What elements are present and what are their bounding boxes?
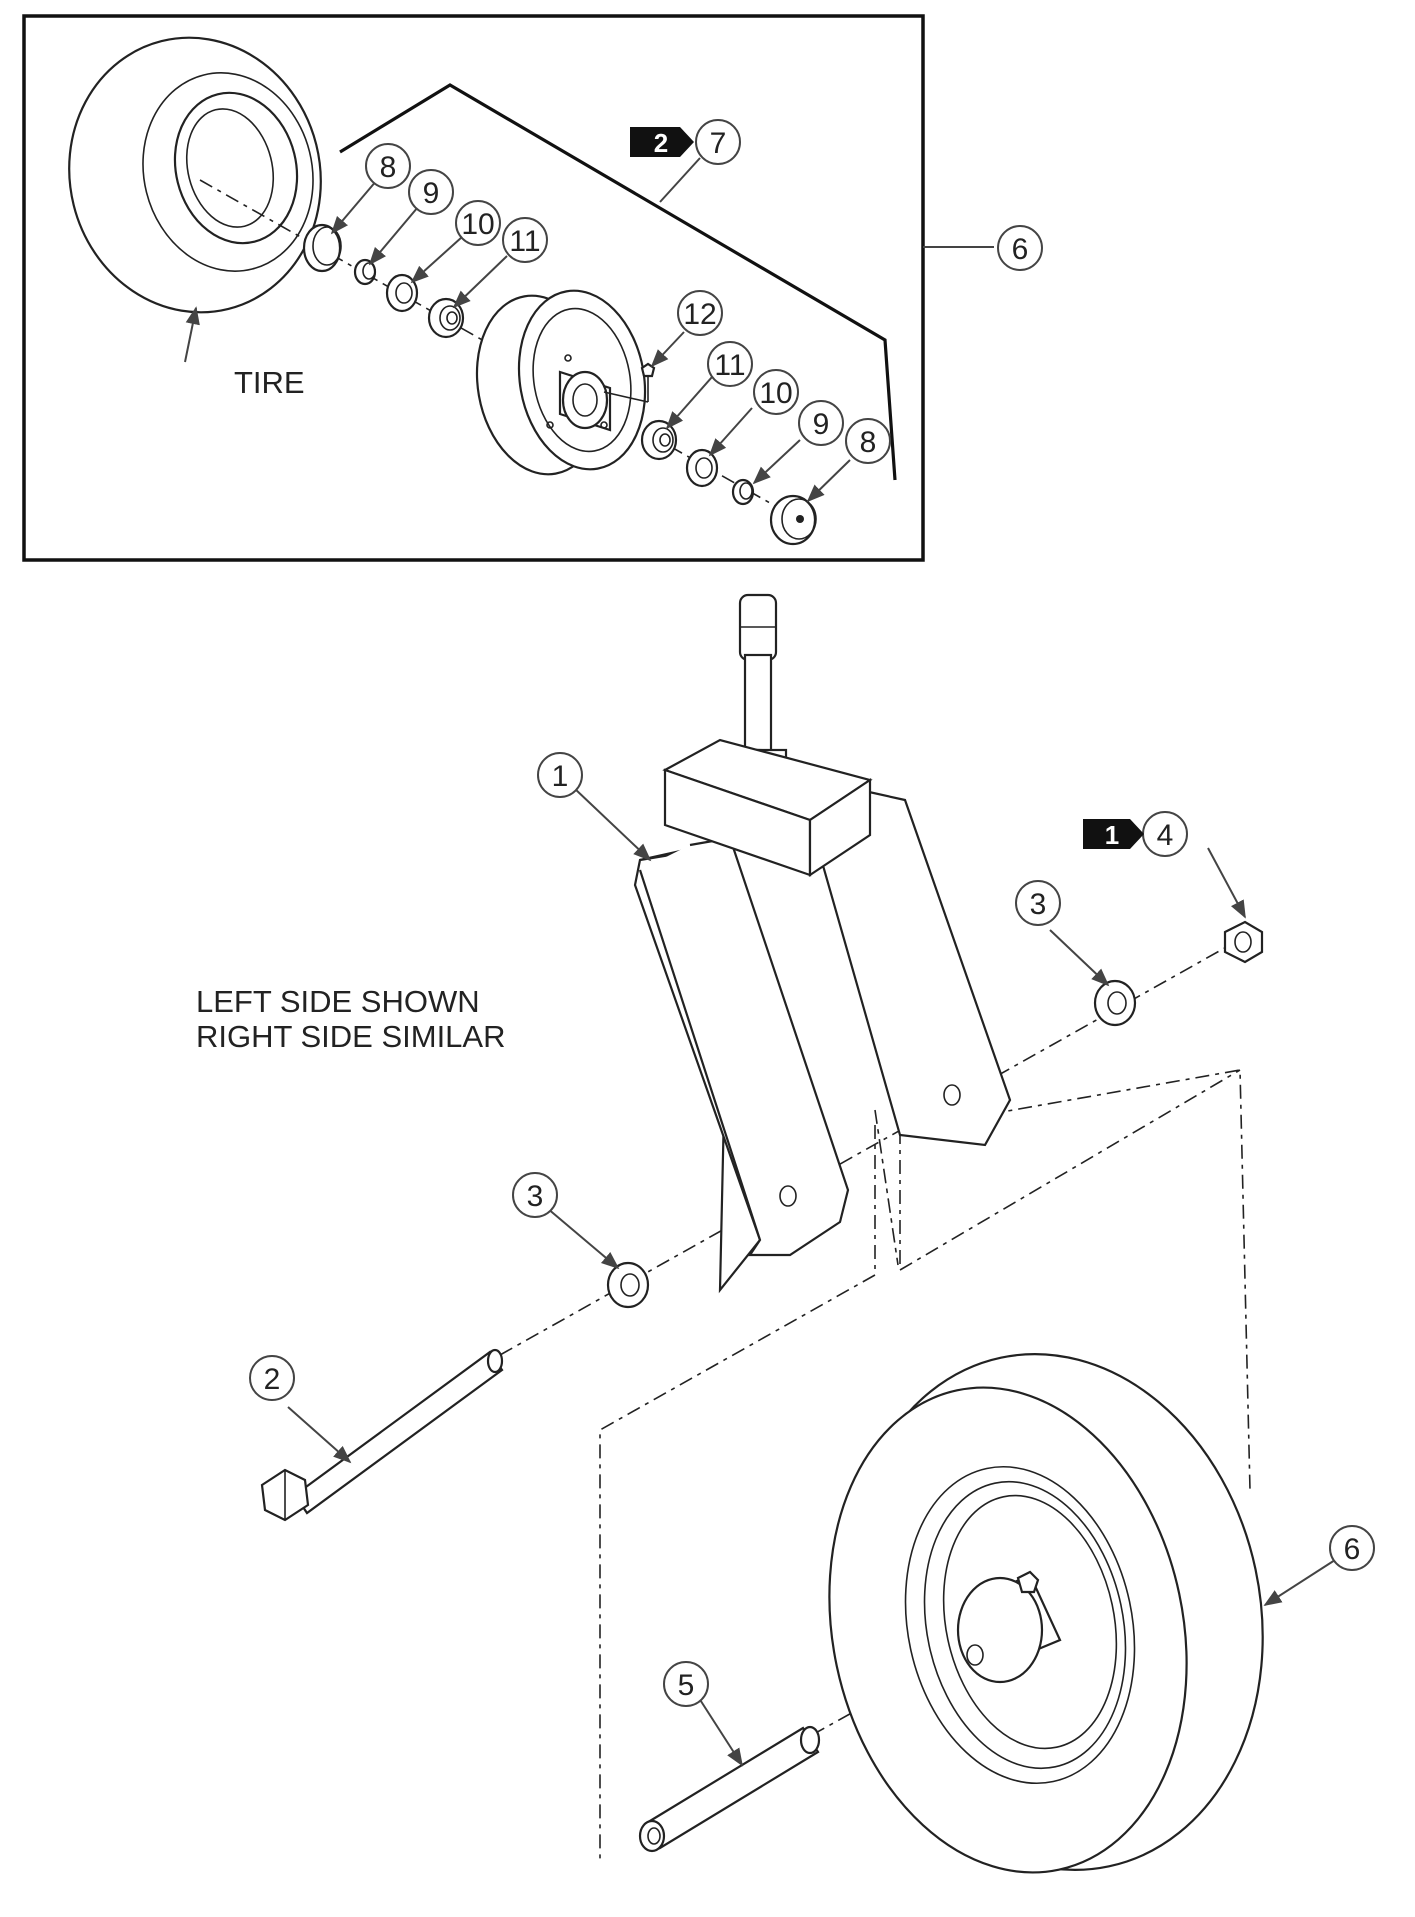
connection-path-left [599,1109,899,1860]
callout-4: 4 [1142,811,1188,857]
callout-11b: 11 [707,341,753,387]
callout-2: 2 [249,1355,295,1401]
svg-text:8: 8 [380,151,397,184]
svg-text:9: 9 [813,408,830,441]
caster-fork [633,593,1012,1294]
callout-9a: 9 [408,169,454,215]
svg-text:1: 1 [552,760,569,793]
inset-bushing-8b [769,494,817,546]
inset-wheel-assembly-bracket [339,83,897,481]
wheel-assembly-inset [22,14,994,562]
inset-bearing-11a [427,297,465,339]
inset-seal-10b [685,448,719,488]
inset-spacer-9b [731,478,755,506]
svg-text:3: 3 [527,1180,544,1213]
note-badge-2: 2 [630,127,694,158]
note-left-side-shown: LEFT SIDE SHOWN [196,984,480,1019]
svg-text:4: 4 [1157,819,1174,852]
inset-tire [68,36,322,314]
callout-9b: 9 [798,400,844,446]
inset-bushing-8a [302,223,342,273]
svg-text:2: 2 [264,1363,281,1396]
svg-text:2: 2 [654,128,668,158]
callout-11a: 11 [502,217,548,263]
inset-frame [22,14,925,562]
inset-wheel-rim [475,289,647,476]
axle-bolt [260,1348,504,1522]
svg-text:1: 1 [1105,820,1119,850]
callout-8b: 8 [845,418,891,464]
callout-7: 7 [695,119,741,165]
note-badge-1: 1 [1083,819,1144,850]
svg-text:6: 6 [1012,233,1029,266]
svg-text:5: 5 [678,1669,695,1702]
callout-6b: 6 [1329,1525,1375,1571]
svg-text:6: 6 [1344,1533,1361,1566]
tire-label: TIRE [234,365,305,400]
svg-text:9: 9 [423,177,440,210]
svg-text:8: 8 [860,426,877,459]
lock-nut-4 [1223,920,1264,964]
callout-6a: 6 [997,225,1043,271]
caster-fork-assembly [260,593,1336,1874]
svg-text:12: 12 [683,298,716,331]
svg-text:10: 10 [759,377,792,410]
callout-8a: 8 [365,143,411,189]
callout-3a: 3 [1015,880,1061,926]
wheel-assembly [828,1353,1264,1874]
callout-1: 1 [537,752,583,798]
note-right-side-similar: RIGHT SIDE SIMILAR [196,1019,506,1054]
axle-spacer-tube [638,1725,821,1853]
inset-seal-10a [385,273,419,313]
callout-5: 5 [663,1661,709,1707]
callout-3b: 3 [512,1172,558,1218]
svg-text:10: 10 [461,208,494,241]
callout-10b: 10 [753,369,799,415]
svg-text:11: 11 [509,225,540,258]
callout-10a: 10 [455,200,501,246]
washer-3-left [606,1261,650,1309]
inset-spacer-9a [353,258,377,286]
washer-3-right [1093,979,1137,1027]
svg-text:7: 7 [710,127,727,160]
inset-bearing-11b [640,419,678,461]
svg-text:11: 11 [714,349,745,382]
callout-12: 12 [677,290,723,336]
svg-text:3: 3 [1030,888,1047,921]
